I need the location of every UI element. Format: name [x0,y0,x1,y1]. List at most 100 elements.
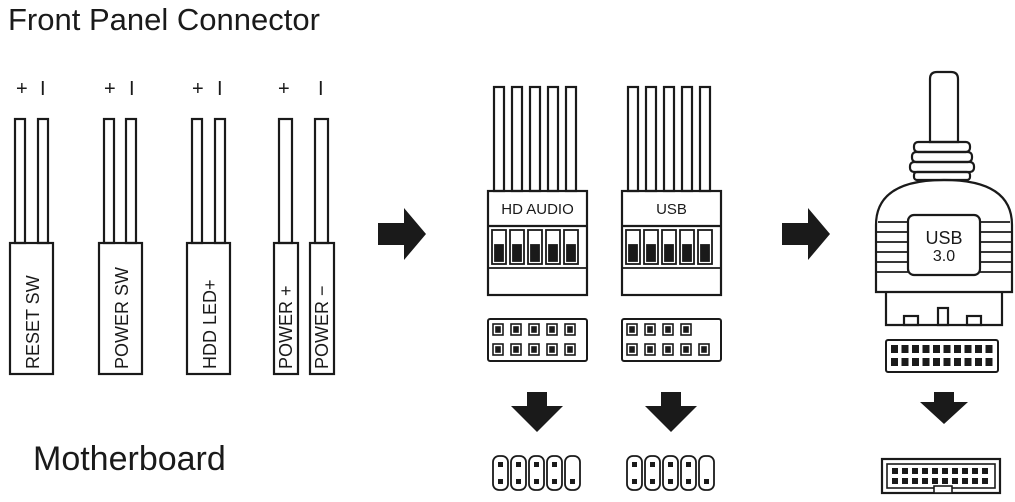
pin-header [621,318,722,362]
header-pin [952,478,958,484]
power-plus-label: POWER + [276,285,296,369]
usb-label: USB [656,201,687,218]
header-pin [952,468,958,474]
hdd-led-connector: HDD LED+ [185,117,232,376]
header-pins [492,323,576,356]
plus-marker: + [16,78,28,100]
motherboard-usb-header [626,455,715,491]
header-pin [943,345,951,353]
usb3-label-line2: 3.0 [933,248,955,265]
header-pin [985,358,993,366]
header-pin [922,358,930,366]
power-plus-connector: POWER + [272,117,300,376]
header-pin [901,358,909,366]
key [936,306,950,327]
plus-marker: + [278,78,290,100]
latch [965,314,983,327]
arrow-down-icon [645,392,697,432]
cable [928,70,960,144]
header-pin [982,468,988,474]
header-pins [626,323,710,356]
arrow-right-icon [378,208,426,260]
header-pin [943,358,951,366]
wire [13,117,27,245]
header-pin [912,345,919,353]
header-pin [954,358,961,366]
power-minus-connector: POWER − [308,117,336,376]
header-pin [964,358,972,366]
header-pin [975,345,982,353]
wire [124,117,138,245]
header-pin [892,478,898,484]
header-pin [932,478,938,484]
wire-bundle [492,85,578,193]
power-minus-label: POWER − [312,285,332,369]
pin-header [885,339,999,373]
header-pin [972,468,978,474]
polarity-markers: + I + I + I + I [16,78,324,100]
usb3-label-plate [906,213,982,277]
pin-header [487,318,588,362]
wire-bundle [626,85,712,193]
header-pin [962,468,968,474]
arrow-down-icon [511,392,563,432]
header-pin [912,358,919,366]
wire [102,117,116,245]
motherboard-label: Motherboard [33,440,226,478]
header-pin [892,468,898,474]
header-pin [942,478,948,484]
header-pin [902,478,908,484]
hd-audio-label: HD AUDIO [501,201,574,218]
header-shroud [886,463,996,489]
usb-connector: USB [620,85,723,491]
wire [190,117,204,245]
strain-relief [912,140,972,154]
strain-relief [908,160,976,174]
header-pin [922,345,930,353]
header-pin [954,345,961,353]
connector-housing [272,241,300,376]
header-pin [922,478,928,484]
header-pin [901,345,909,353]
header-pin [902,468,908,474]
usb3-label-line1: USB [925,228,962,248]
power-sw-label: POWER SW [112,267,132,369]
diagram-title: Front Panel Connector [8,2,320,37]
header-pin [932,468,938,474]
wire [313,117,330,245]
header-pin [912,478,918,484]
minus-marker: I [318,78,324,100]
pin-slots [622,229,721,269]
connector-housing [486,189,589,297]
latch [902,314,920,327]
connector-housing [8,241,55,376]
hdd-led-label: HDD LED+ [200,279,220,369]
header-pin [891,345,898,353]
connector-housing [97,241,144,376]
minus-marker: I [217,78,223,100]
power-sw-connector: POWER SW [97,117,144,376]
wire [36,117,50,245]
hd-audio-connector: HD AUDIO [486,85,589,491]
plug-body [874,178,1014,294]
plus-marker: + [192,78,204,100]
header-pin [962,478,968,484]
reset-sw-connector: RESET SW [8,117,55,376]
header-pins [891,345,993,366]
header-pin [972,478,978,484]
connector-housing [620,189,723,297]
connector-housing [185,241,232,376]
header-pin [964,345,972,353]
usb3-connector: USB 3.0 [874,70,1014,495]
header-pin [933,358,940,366]
minus-marker: I [40,78,46,100]
pin-slots [488,229,587,269]
connector-housing [308,241,336,376]
header-pin [942,468,948,474]
minus-marker: I [129,78,135,100]
motherboard-audio-header [492,455,581,491]
header-pin [933,345,940,353]
strain-relief [910,150,974,164]
header-pin [912,468,918,474]
